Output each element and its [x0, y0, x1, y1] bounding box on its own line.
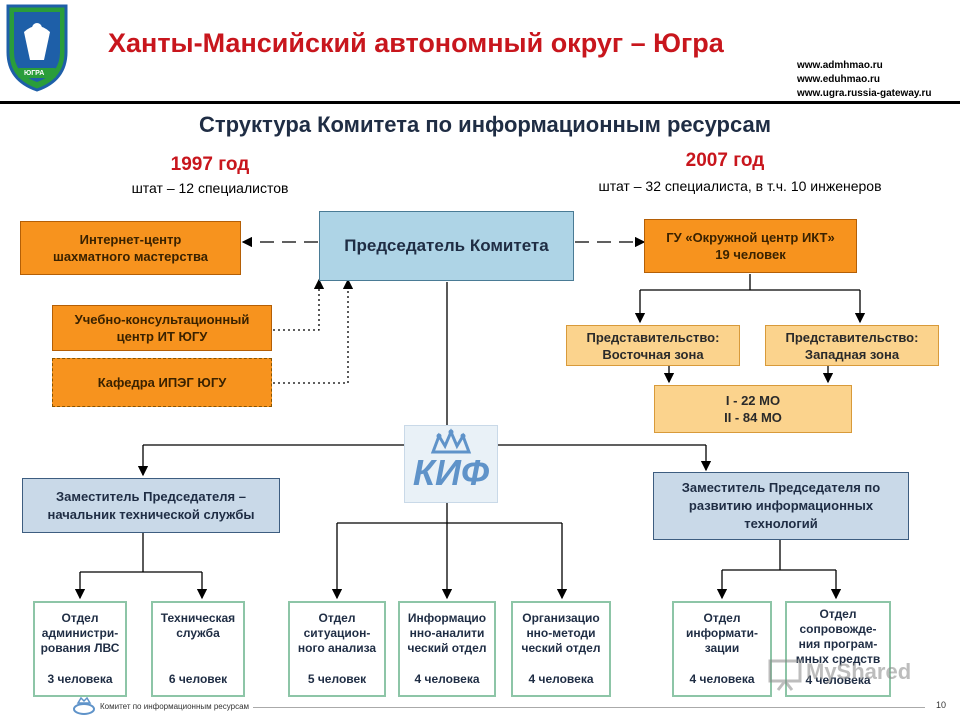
- chairman-box: Председатель Комитета: [319, 211, 574, 281]
- unit-name: Техническая служба: [160, 611, 236, 640]
- unit-lvs-admin: Отдел администри-рования ЛВС 3 человека: [33, 601, 127, 697]
- kif-logo: КИФ: [404, 425, 498, 503]
- unit-software-support: Отдел сопровожде-ния програм-мных средст…: [785, 601, 891, 697]
- east-zone-box: Представительство: Восточная зона: [566, 325, 740, 366]
- unit-tech-service: Техническая служба 6 человек: [151, 601, 245, 697]
- crown-icon: [430, 428, 472, 454]
- unit-count: 4 человека: [528, 672, 594, 686]
- url-eduhmao[interactable]: www.eduhmao.ru: [797, 74, 880, 85]
- mo-line-2: II - 84 МО: [724, 410, 782, 425]
- mo-box: I - 22 МО II - 84 МО: [654, 385, 852, 433]
- west-zone-box: Представительство: Западная зона: [765, 325, 939, 366]
- kif-logo-text: КИФ: [412, 452, 490, 493]
- staff-1997: штат – 12 специалистов: [131, 180, 289, 196]
- internet-center-box: Интернет-центр шахматного мастерства: [20, 221, 241, 275]
- unit-informatization: Отдел информати-зации 4 человека: [672, 601, 772, 697]
- watermark-text: MyShared: [806, 659, 912, 684]
- unit-count: 4 человека: [689, 672, 755, 686]
- unit-count: 6 человек: [168, 672, 228, 686]
- url-admhmao[interactable]: www.admhmao.ru: [797, 60, 883, 71]
- gu-center-name: ГУ «Окружной центр ИКТ»: [666, 230, 835, 245]
- footer-divider: [100, 707, 925, 708]
- unit-name: Отдел информати-зации: [685, 611, 759, 655]
- unit-count: 4 человека: [414, 672, 480, 686]
- gu-center-box: ГУ «Окружной центр ИКТ» 19 человек: [644, 219, 857, 273]
- year-1997: 1997 год: [170, 154, 250, 175]
- diagram-title: Структура Комитета по информационным рес…: [199, 112, 771, 137]
- header-divider: [0, 101, 960, 104]
- watermark: MyShared: [768, 655, 928, 695]
- unit-name: Отдел администри-рования ЛВС: [40, 611, 120, 655]
- unit-name: Организацио нно-методи ческий отдел: [521, 611, 601, 655]
- page-number: 10: [936, 700, 947, 710]
- training-center-box: Учебно-консультационный центр ИТ ЮГУ: [52, 305, 272, 351]
- emblem-caption: ЮГРА: [24, 70, 45, 77]
- gu-center-staff: 19 человек: [715, 247, 786, 262]
- deputy-it-box: Заместитель Председателя по развитию инф…: [653, 472, 909, 540]
- coat-of-arms-icon: [4, 2, 70, 92]
- url-ugra[interactable]: www.ugra.russia-gateway.ru: [797, 88, 932, 99]
- unit-count: 4 человека: [805, 673, 871, 687]
- unit-name: Отдел ситуацион-ного анализа: [297, 611, 377, 655]
- unit-org-methodical: Организацио нно-методи ческий отдел 4 че…: [511, 601, 611, 697]
- staff-2007: штат – 32 специалиста, в т.ч. 10 инженер…: [598, 178, 882, 194]
- unit-name: Информацио нно-аналити ческий отдел: [407, 611, 487, 655]
- website-links: www.admhmao.ru www.eduhmao.ru www.ugra.r…: [797, 59, 931, 101]
- unit-info-analytics: Информацио нно-аналити ческий отдел 4 че…: [398, 601, 496, 697]
- footer-text: Комитет по информационным ресурсам: [100, 702, 254, 711]
- mo-line-1: I - 22 МО: [725, 393, 781, 408]
- unit-situation-analysis: Отдел ситуацион-ного анализа 5 человек: [288, 601, 386, 697]
- presentation-icon: [768, 659, 802, 691]
- department-box: Кафедра ИПЭГ ЮГУ: [52, 358, 272, 407]
- footer-logo-icon: [72, 696, 96, 715]
- year-2007: 2007 год: [685, 150, 765, 171]
- unit-count: 3 человека: [47, 672, 113, 686]
- unit-count: 5 человек: [307, 672, 367, 686]
- unit-name: Отдел сопровожде-ния програм-мных средст…: [795, 607, 881, 666]
- page-title: Ханты-Мансийский автономный округ – Югра: [108, 28, 724, 58]
- deputy-tech-box: Заместитель Председателя – начальник тех…: [22, 478, 280, 533]
